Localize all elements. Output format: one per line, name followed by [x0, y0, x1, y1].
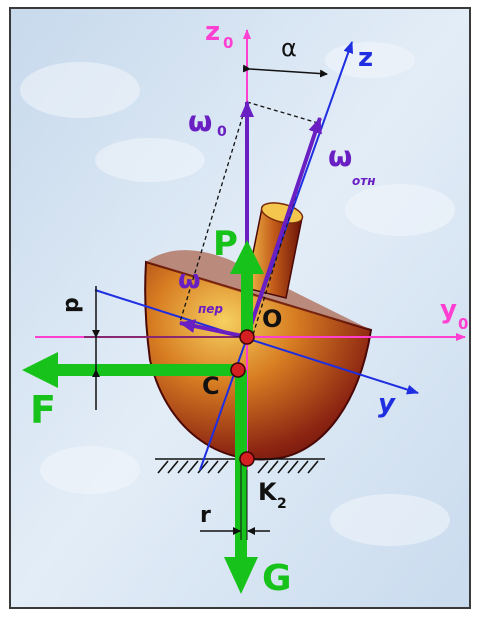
- force-F-arrow: [22, 352, 239, 388]
- label-y0: y: [440, 295, 457, 325]
- label-C: C: [202, 372, 220, 400]
- top-hemisphere-body: [144, 260, 373, 461]
- point-K2-marker: [239, 451, 255, 467]
- label-omega0: ω: [188, 105, 212, 138]
- label-G: G: [262, 558, 292, 599]
- label-omega-trans: ω: [178, 265, 201, 295]
- omega-trans-vector: [179, 319, 248, 339]
- label-omega0-sub: 0: [217, 124, 227, 140]
- label-K2: K: [258, 478, 278, 506]
- point-O-marker: [239, 329, 255, 345]
- label-omega-rel-sub: отн: [352, 174, 376, 188]
- label-y0-sub: 0: [458, 315, 468, 333]
- label-omega-trans-sub: пер: [198, 302, 223, 316]
- dimension-r: [200, 459, 270, 540]
- force-P-arrow: [230, 240, 264, 337]
- label-r: r: [200, 503, 211, 528]
- label-z: z: [358, 43, 373, 73]
- y-axis: [94, 289, 419, 395]
- alpha-angle-arrow: [242, 64, 328, 78]
- label-F: F: [30, 388, 56, 432]
- omega-rel-vector: [245, 117, 322, 338]
- label-y: y: [378, 389, 396, 419]
- label-p: p: [59, 297, 84, 313]
- label-z0-sub: 0: [223, 34, 233, 52]
- label-alpha: α: [281, 34, 297, 62]
- label-O: O: [262, 305, 282, 333]
- cloud-texture: [20, 42, 455, 546]
- label-K2-sub: 2: [277, 496, 287, 512]
- label-z0: z: [205, 17, 220, 47]
- point-C-marker: [230, 362, 246, 378]
- label-P: P: [213, 224, 238, 264]
- dimension-p: [84, 286, 240, 410]
- label-omega-rel: ω: [328, 140, 352, 173]
